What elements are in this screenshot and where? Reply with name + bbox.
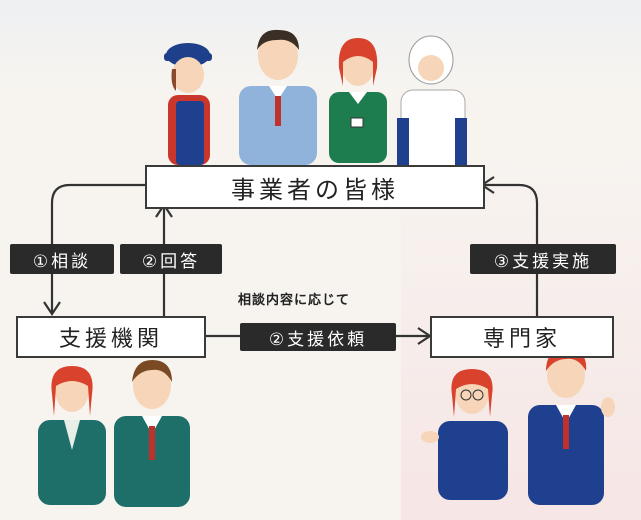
- person-shop-worker: [150, 35, 230, 169]
- person-support-woman: [32, 360, 112, 509]
- business-owners-box: 事業者の皆様: [145, 165, 485, 209]
- arrow-implement: [483, 183, 539, 316]
- answer-label: ②回答: [120, 244, 222, 274]
- implement-label: ③支援実施: [470, 244, 616, 274]
- person-expert-man: [520, 345, 620, 509]
- person-office-woman: [323, 28, 393, 167]
- person-business-man: [233, 20, 323, 169]
- background-top: [0, 0, 641, 90]
- person-expert-woman: [420, 365, 515, 504]
- request-label: ②支援依頼: [240, 323, 396, 351]
- person-support-man: [108, 352, 196, 511]
- support-org-box: 支援機関: [16, 316, 206, 358]
- consult-label: ①相談: [10, 244, 114, 274]
- request-note: 相談内容に応じて: [238, 293, 351, 308]
- arrow-consult: [50, 183, 145, 312]
- person-lab-worker: [393, 28, 473, 172]
- experts-box: 専門家: [430, 316, 614, 358]
